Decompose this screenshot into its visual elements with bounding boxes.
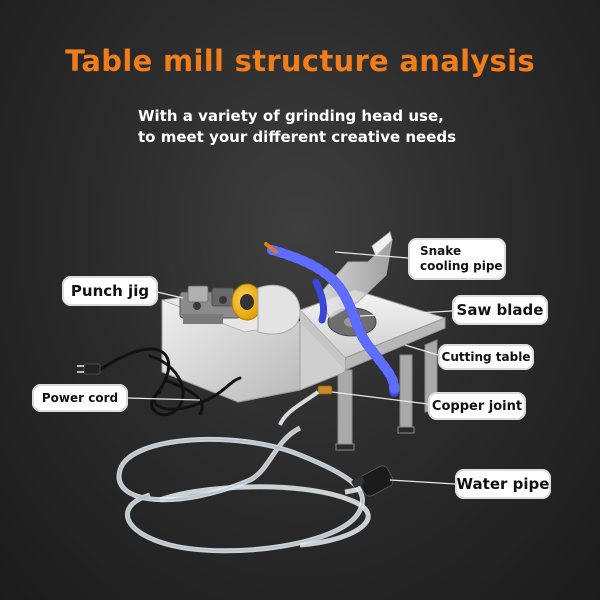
power-plug: [77, 363, 101, 375]
subtitle-line-1: With a variety of grinding head use,: [138, 107, 444, 125]
motor: [231, 283, 301, 335]
callout-snake-cooling-pipe-line1: Snake: [420, 244, 462, 258]
power-cord-shape: [94, 347, 242, 417]
subtitle-line-2: to meet your different creative needs: [138, 128, 457, 146]
callout-snake-cooling-pipe-line2: cooling pipe: [420, 259, 503, 273]
water-pipe-valve: [351, 465, 394, 497]
punch-jig-shape: [179, 285, 241, 324]
subtitle: With a variety of grinding head use, to …: [138, 106, 498, 148]
callout-punch-jig: Punch jig: [62, 276, 158, 306]
callout-copper-joint: Copper joint: [428, 392, 526, 420]
callout-saw-blade: Saw blade: [452, 295, 548, 325]
copper-joint-shape: [278, 385, 333, 426]
page-title: Table mill structure analysis: [65, 44, 535, 78]
callout-water-pipe: Water pipe: [455, 469, 551, 499]
callout-cutting-table: Cutting table: [438, 344, 534, 370]
snake-cooling-pipe-shape: [267, 245, 400, 397]
callout-snake-cooling-pipe: Snake cooling pipe: [408, 238, 506, 280]
callout-power-cord: Power cord: [32, 384, 128, 412]
